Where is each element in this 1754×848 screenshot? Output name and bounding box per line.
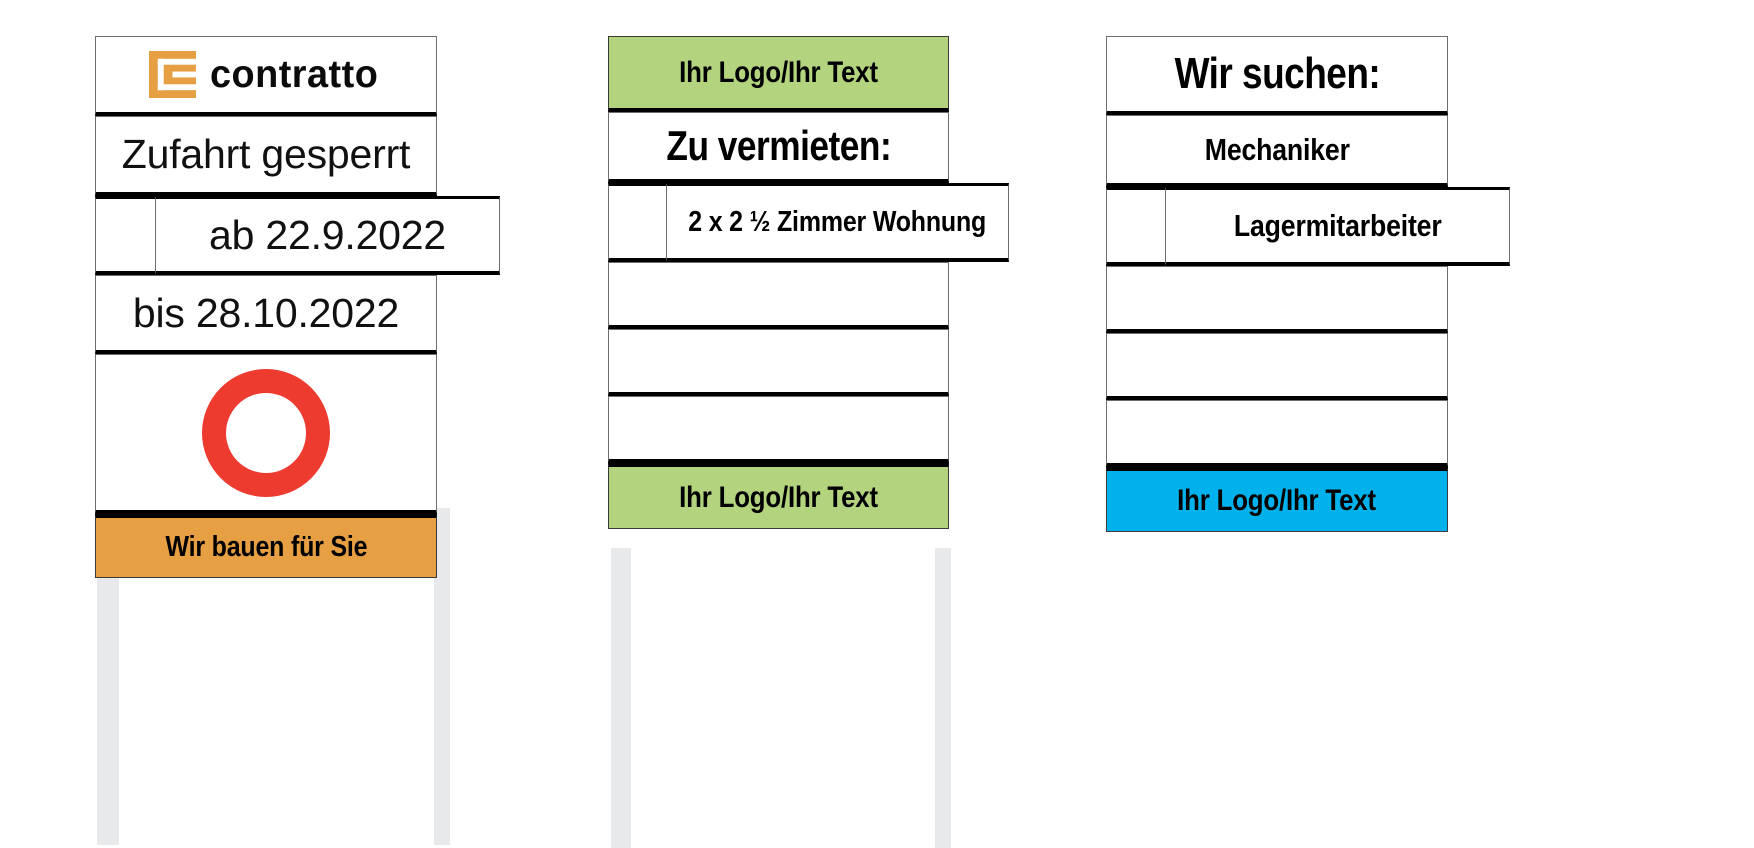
board-row-offer-text: 2 x 2 ½ Zimmer Wohnung xyxy=(688,205,987,238)
board-row-from-date[interactable]: ab 22.9.2022 xyxy=(95,196,500,275)
board-header-title-text: Wir suchen: xyxy=(1174,49,1380,98)
panel-body: Wir suchen: Mechaniker Lagermitarbeiter xyxy=(1106,36,1510,532)
contratto-logo-icon xyxy=(148,51,196,98)
panel-body: contratto Zufahrt gesperrt ab 22.9.2022 … xyxy=(95,36,500,578)
contratto-wordmark: contratto xyxy=(209,52,379,96)
board-header-title[interactable]: Wir suchen: xyxy=(1106,36,1448,115)
board-row-offer-label-cell[interactable] xyxy=(608,183,667,262)
board-row-empty[interactable] xyxy=(1106,400,1448,467)
board-row-job-1[interactable]: Mechaniker xyxy=(1106,115,1448,187)
sign-post-right xyxy=(434,508,450,845)
board-row-from-date-text: ab 22.9.2022 xyxy=(209,211,446,258)
signboard-contratto: contratto Zufahrt gesperrt ab 22.9.2022 … xyxy=(95,36,500,845)
signboard-wir-suchen: Wir suchen: Mechaniker Lagermitarbeiter xyxy=(1106,36,1510,532)
board-row-empty[interactable] xyxy=(1106,333,1448,400)
board-footer-text: Ihr Logo/Ihr Text xyxy=(679,480,878,514)
board-row-from-date-label-cell[interactable] xyxy=(95,196,156,275)
board-row-to-date-text: bis 28.10.2022 xyxy=(132,289,400,336)
board-header-logo[interactable]: contratto xyxy=(95,36,437,116)
board-row-title[interactable]: Zu vermieten: xyxy=(608,112,949,183)
board-row-empty[interactable] xyxy=(608,262,949,329)
board-row-offer-value-cell[interactable]: 2 x 2 ½ Zimmer Wohnung xyxy=(666,183,1009,262)
board-row-empty[interactable] xyxy=(608,396,949,463)
board-row-job-2-label-cell[interactable] xyxy=(1106,187,1166,266)
panel-body: Ihr Logo/Ihr Text Zu vermieten: 2 x 2 ½ … xyxy=(608,36,1009,529)
board-footer-zu-vermieten[interactable]: Ihr Logo/Ihr Text xyxy=(608,463,949,529)
sign-post-left xyxy=(97,508,119,845)
sign-post-right xyxy=(935,548,951,848)
board-footer-wir-suchen[interactable]: Ihr Logo/Ihr Text xyxy=(1106,467,1448,532)
board-row-offer[interactable]: 2 x 2 ½ Zimmer Wohnung xyxy=(608,183,1009,262)
board-row-job-2-text: Lagermitarbeiter xyxy=(1233,208,1442,243)
board-row-text: Zufahrt gesperrt xyxy=(121,131,411,177)
board-row-to-date[interactable]: bis 28.10.2022 xyxy=(95,275,437,354)
board-row-title-text: Zu vermieten: xyxy=(666,122,891,169)
red-ring-icon xyxy=(202,368,330,497)
board-header-band-text: Ihr Logo/Ihr Text xyxy=(679,55,878,89)
signboard-zu-vermieten: Ihr Logo/Ihr Text Zu vermieten: 2 x 2 ½ … xyxy=(608,36,1009,848)
board-row-empty[interactable] xyxy=(608,329,949,396)
contratto-logo-lockup: contratto xyxy=(148,51,384,98)
board-footer-text: Wir bauen für Sie xyxy=(165,531,367,563)
board-header-band-green[interactable]: Ihr Logo/Ihr Text xyxy=(608,36,949,112)
board-footer-contratto[interactable]: Wir bauen für Sie xyxy=(95,514,437,578)
board-row-empty[interactable] xyxy=(1106,266,1448,333)
board-row-job-2-value-cell[interactable]: Lagermitarbeiter xyxy=(1165,187,1510,266)
board-row-notice[interactable]: Zufahrt gesperrt xyxy=(95,116,437,196)
board-row-pictogram[interactable] xyxy=(95,354,437,514)
sign-post-left xyxy=(611,548,631,848)
board-row-from-date-value-cell[interactable]: ab 22.9.2022 xyxy=(155,196,500,275)
board-row-job-1-text: Mechaniker xyxy=(1204,131,1350,167)
board-footer-text: Ihr Logo/Ihr Text xyxy=(1177,484,1377,517)
board-row-job-2[interactable]: Lagermitarbeiter xyxy=(1106,187,1510,266)
